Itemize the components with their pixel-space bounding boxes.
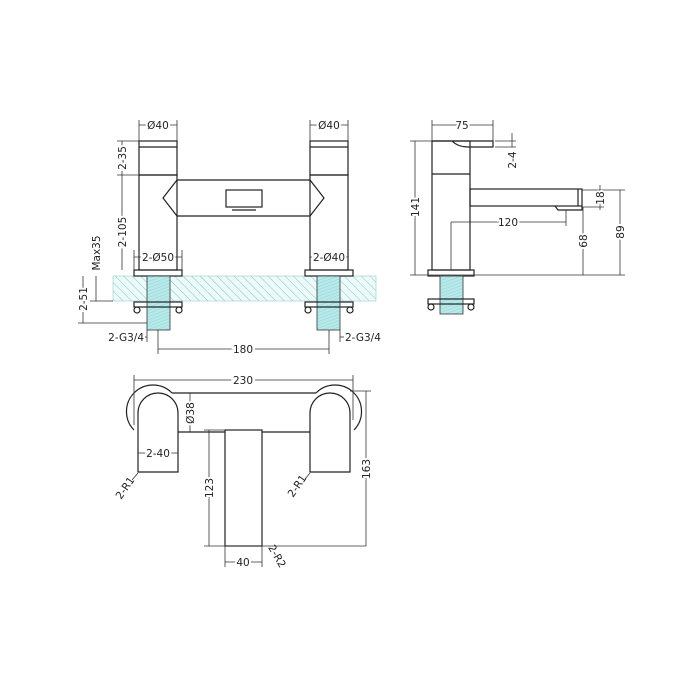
front-view: Ø40 Ø40 2-35 2-105 Max35 2-51 2-Ø50 2-Ø4…: [76, 118, 381, 359]
plan-spout: [224, 429, 263, 547]
left-nut: [133, 301, 183, 308]
dim-bar-dia: Ø38: [185, 402, 197, 424]
dim-radius-left: 2-R1: [114, 475, 138, 502]
dim-radius-right: 2-R1: [286, 473, 310, 500]
dim-max-deck: Max35: [91, 235, 103, 270]
side-handle-lever: [432, 140, 494, 148]
dim-handle-length: 75: [455, 120, 468, 132]
dim-centres: 180: [233, 344, 253, 356]
dim-spout-top: 89: [615, 225, 627, 238]
dim-base-left: 2-Ø50: [142, 252, 174, 264]
spout-outlet: [225, 189, 263, 208]
dim-right-handle-dia: Ø40: [318, 120, 340, 132]
left-shank: [146, 275, 171, 331]
dim-thread-left: 2-G3/4: [108, 332, 144, 344]
side-spout: [469, 188, 583, 207]
dim-spout-reach: 120: [498, 217, 518, 229]
dim-spout-width: 40: [236, 557, 249, 569]
right-handle: [309, 140, 349, 176]
dim-base-right: 2-Ø40: [313, 252, 345, 264]
dim-overall-depth: 163: [361, 459, 373, 479]
dim-thread-right: 2-G3/4: [345, 332, 381, 344]
dim-overall-width: 230: [233, 375, 253, 387]
right-shank: [316, 275, 341, 331]
dim-spout-length: 123: [204, 478, 216, 498]
right-base: [304, 269, 354, 277]
dim-total-height: 141: [410, 197, 422, 217]
dim-handle-width: 2-40: [146, 448, 170, 460]
plan-view: 230 163 Ø38 2-40 123 40 2-R1 2-R1 2-R2: [114, 373, 375, 572]
dim-radius-spout: 2-R2: [265, 543, 288, 570]
dim-left-handle-dia: Ø40: [147, 120, 169, 132]
bridge-body: [162, 179, 325, 217]
left-base: [133, 269, 183, 277]
dim-spout-height: 18: [595, 191, 607, 204]
dim-spout-under: 68: [578, 234, 590, 247]
dim-handle-thickness: 2-4: [507, 151, 519, 168]
dim-shank-depth: 2-51: [78, 287, 90, 311]
right-nut: [304, 301, 354, 308]
plan-left-handle: [137, 392, 179, 473]
dim-body-height: 2-105: [117, 217, 129, 248]
plan-right-handle: [309, 392, 351, 473]
left-handle: [138, 140, 178, 176]
side-view: 75 2-4 141 18 89 68 120: [408, 118, 629, 315]
dim-handle-height: 2-35: [117, 146, 129, 170]
